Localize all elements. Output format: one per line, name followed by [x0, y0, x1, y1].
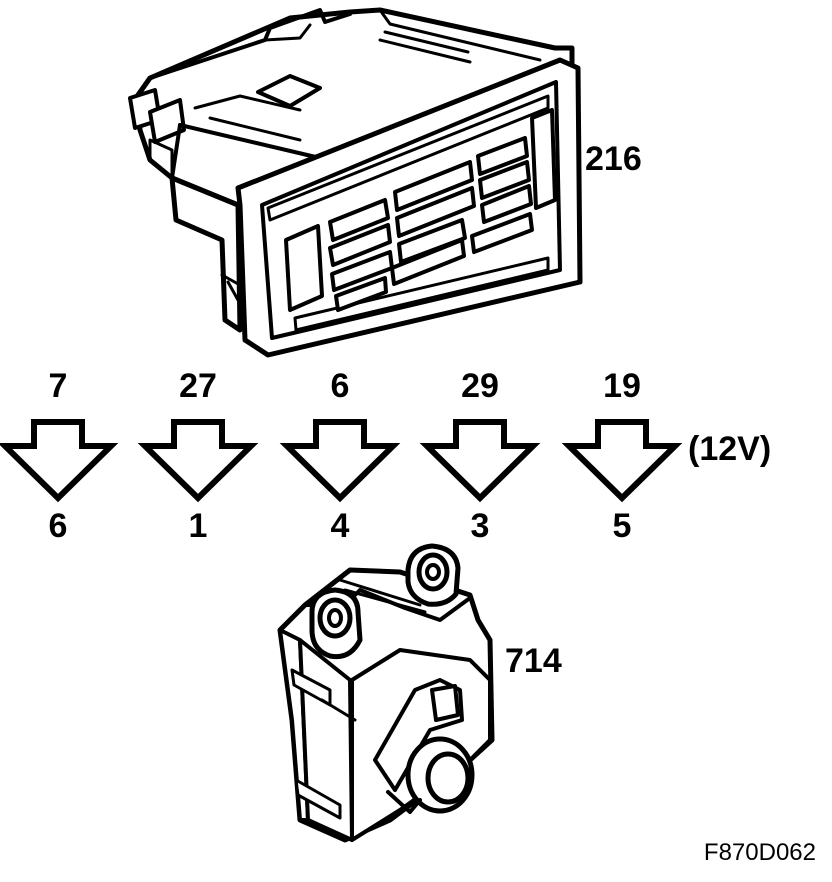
from-pin-label: 6: [331, 367, 350, 405]
to-pin-label: 1: [189, 507, 208, 545]
from-pin-label: 19: [603, 367, 641, 405]
down-arrow-icon: [5, 422, 111, 498]
voltage-note: (12V): [688, 430, 771, 468]
from-pin-label: 7: [49, 367, 68, 405]
down-arrow-icon: [287, 422, 393, 498]
to-pin-label: 4: [331, 507, 350, 545]
actuator-714: [277, 543, 495, 843]
connection-1: 7 6: [5, 367, 111, 545]
down-arrow-icon: [145, 422, 251, 498]
connection-2: 27 1: [145, 367, 251, 545]
control-panel-216: [128, 7, 583, 358]
connection-5: 19 5 (12V): [569, 367, 771, 545]
down-arrow-icon: [427, 422, 533, 498]
connection-4: 29 3: [427, 367, 533, 545]
from-pin-label: 29: [461, 367, 499, 405]
figure-code: F870D062: [704, 839, 816, 866]
to-pin-label: 6: [49, 507, 68, 545]
to-pin-label: 3: [471, 507, 490, 545]
down-arrow-icon: [569, 422, 675, 498]
to-pin-label: 5: [613, 507, 632, 545]
connection-3: 6 4: [287, 367, 393, 545]
actuator-label: 714: [505, 642, 562, 680]
from-pin-label: 27: [179, 367, 217, 405]
control-panel-label: 216: [585, 140, 642, 178]
